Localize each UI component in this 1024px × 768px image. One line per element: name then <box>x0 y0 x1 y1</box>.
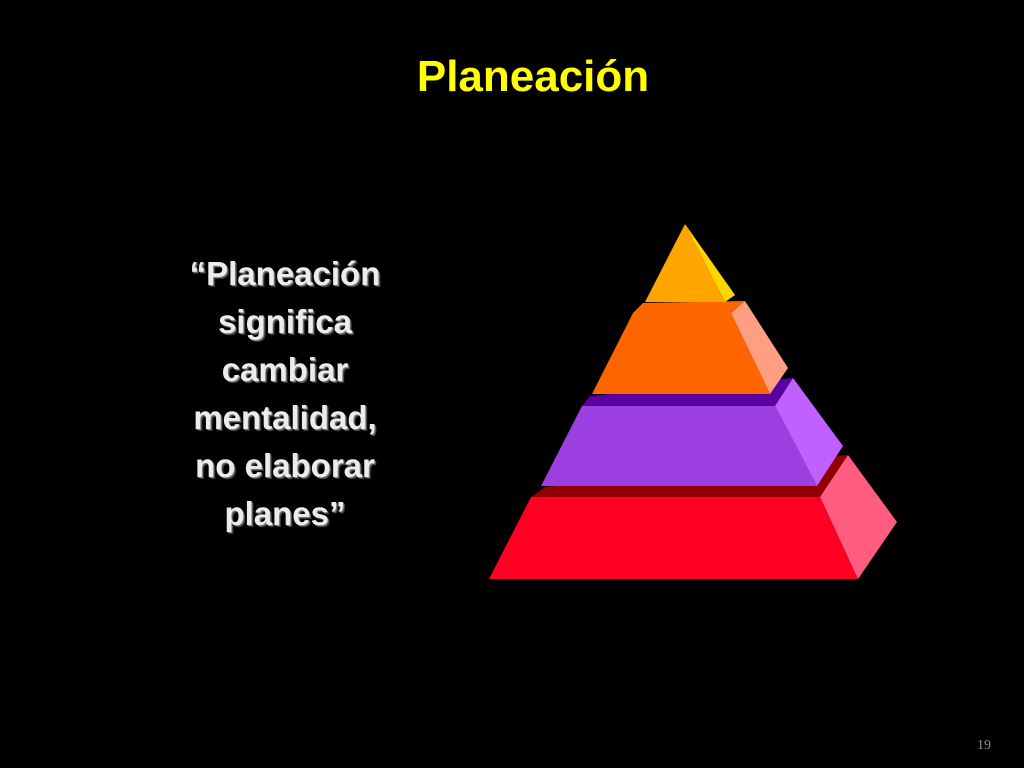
slide-title: Planeación <box>416 52 650 101</box>
quote-text: “Planeación significa cambiar mentalidad… <box>150 250 420 538</box>
pyramid-level-3-front <box>541 406 817 486</box>
quote-line: no elaborar <box>195 447 375 484</box>
pyramid-level-3-side <box>775 378 843 486</box>
quote-line: “Planeación <box>189 255 381 292</box>
quote-line: planes” <box>224 495 346 532</box>
pyramid-level-2-front <box>592 313 770 394</box>
page-number: 19 <box>977 738 991 753</box>
pyramid-level-4-side <box>820 455 897 579</box>
quote-line: significa <box>218 303 352 340</box>
pyramid-level-2-side <box>731 301 788 394</box>
pyramid-level-1-side <box>685 224 735 302</box>
pyramid-level-4-front <box>489 497 858 579</box>
pyramid-level-1-front <box>645 224 725 302</box>
quote-line: cambiar <box>221 351 349 388</box>
quote-line: mentalidad, <box>193 399 377 436</box>
pyramid-level-2-ledge <box>633 301 745 313</box>
